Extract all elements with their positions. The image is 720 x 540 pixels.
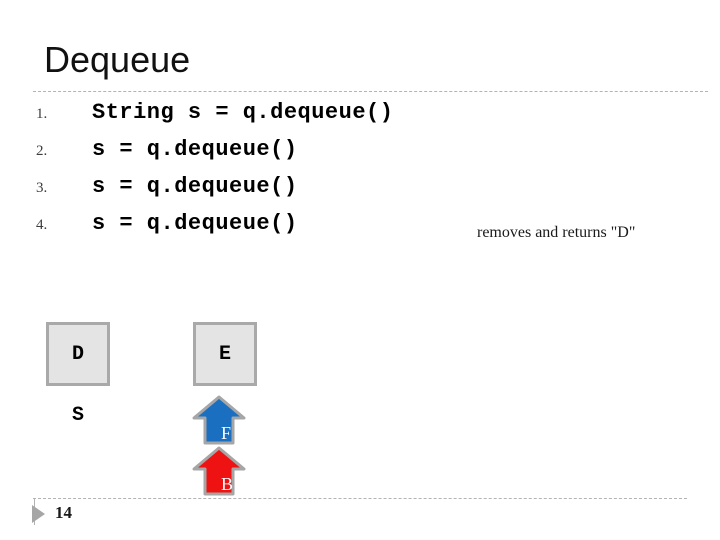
footer-dashed-line: [33, 498, 687, 499]
slide-title: Dequeue: [44, 39, 191, 80]
list-item: 1. String s = q.dequeue(): [36, 100, 696, 137]
code-annotation: removes and returns "D": [477, 224, 636, 241]
numbered-code-list: 1. String s = q.dequeue() 2. s = q.deque…: [36, 100, 696, 248]
list-item-number: 4.: [36, 217, 48, 233]
back-arrow-shape: [192, 446, 246, 496]
list-item: 2. s = q.dequeue(): [36, 137, 696, 174]
queue-element-box-e: E: [193, 322, 257, 386]
front-arrow-shape: [192, 395, 246, 445]
queue-element-label: D: [71, 342, 84, 366]
queue-element-label: E: [218, 342, 231, 366]
variable-s-label: S: [71, 404, 84, 427]
list-item: 3. s = q.dequeue(): [36, 174, 696, 211]
list-item-number: 3.: [36, 180, 48, 196]
code-statement: s = q.dequeue(): [92, 137, 298, 162]
back-pointer-label: B: [221, 474, 233, 494]
front-pointer-up-arrow-icon: F: [192, 395, 246, 445]
footer-triangle-icon: [32, 505, 45, 523]
code-statement: s = q.dequeue(): [92, 174, 298, 199]
queue-element-box-d: D: [46, 322, 110, 386]
back-pointer-up-arrow-icon: B: [192, 446, 246, 496]
page-number: 14: [55, 503, 72, 522]
front-pointer-label: F: [221, 423, 231, 443]
list-item-number: 2.: [36, 143, 48, 159]
code-statement: String s = q.dequeue(): [92, 100, 394, 125]
list-item-number: 1.: [36, 106, 48, 122]
code-statement: s = q.dequeue(): [92, 211, 298, 236]
title-divider-dashed-line: [33, 91, 708, 92]
list-item: 4. s = q.dequeue() removes and returns "…: [36, 211, 696, 248]
